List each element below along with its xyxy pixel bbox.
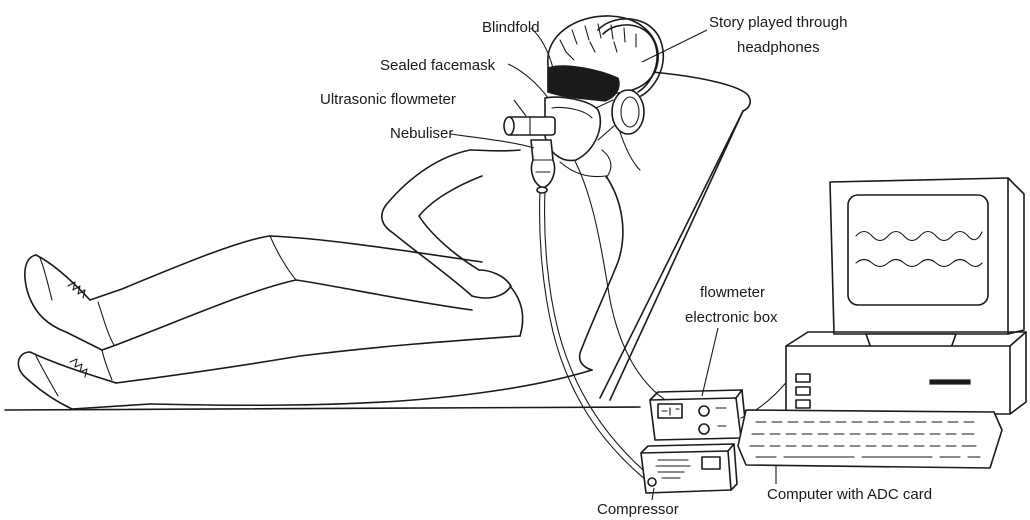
leader-flowmeter [514,100,526,116]
label-sealed-facemask: Sealed facemask [380,57,496,74]
flowmeter-knob [699,406,709,416]
label-computer: Computer with ADC card [767,486,932,503]
label-story-line1: Story played through [709,14,847,31]
disk-slot [930,380,970,384]
compressor [641,444,737,493]
label-compressor: Compressor [597,501,679,518]
leader-flowmeter-box [702,328,718,396]
label-flowmeter-box-line1: flowmeter [700,284,765,301]
foot-upper [25,255,102,350]
label-flowmeter-box-line2: electronic box [685,309,778,326]
nebuliser [531,140,555,193]
flowmeter-knob [699,424,709,434]
compressor-outlet [648,478,656,486]
label-nebuliser: Nebuliser [390,125,453,142]
label-story-line2: headphones [737,39,820,56]
flowmeter-electronic-box [650,390,746,440]
keyboard [738,410,1002,468]
label-ultrasonic-flowmeter: Ultrasonic flowmeter [320,91,456,108]
label-blindfold: Blindfold [482,19,540,36]
computer-monitor [830,178,1024,348]
leader-facemask [508,64,548,98]
leader-nebuliser [450,134,534,148]
ultrasonic-flowmeter [504,117,555,135]
arm [382,150,511,298]
legs [90,236,592,405]
compressor-tube [540,190,650,480]
